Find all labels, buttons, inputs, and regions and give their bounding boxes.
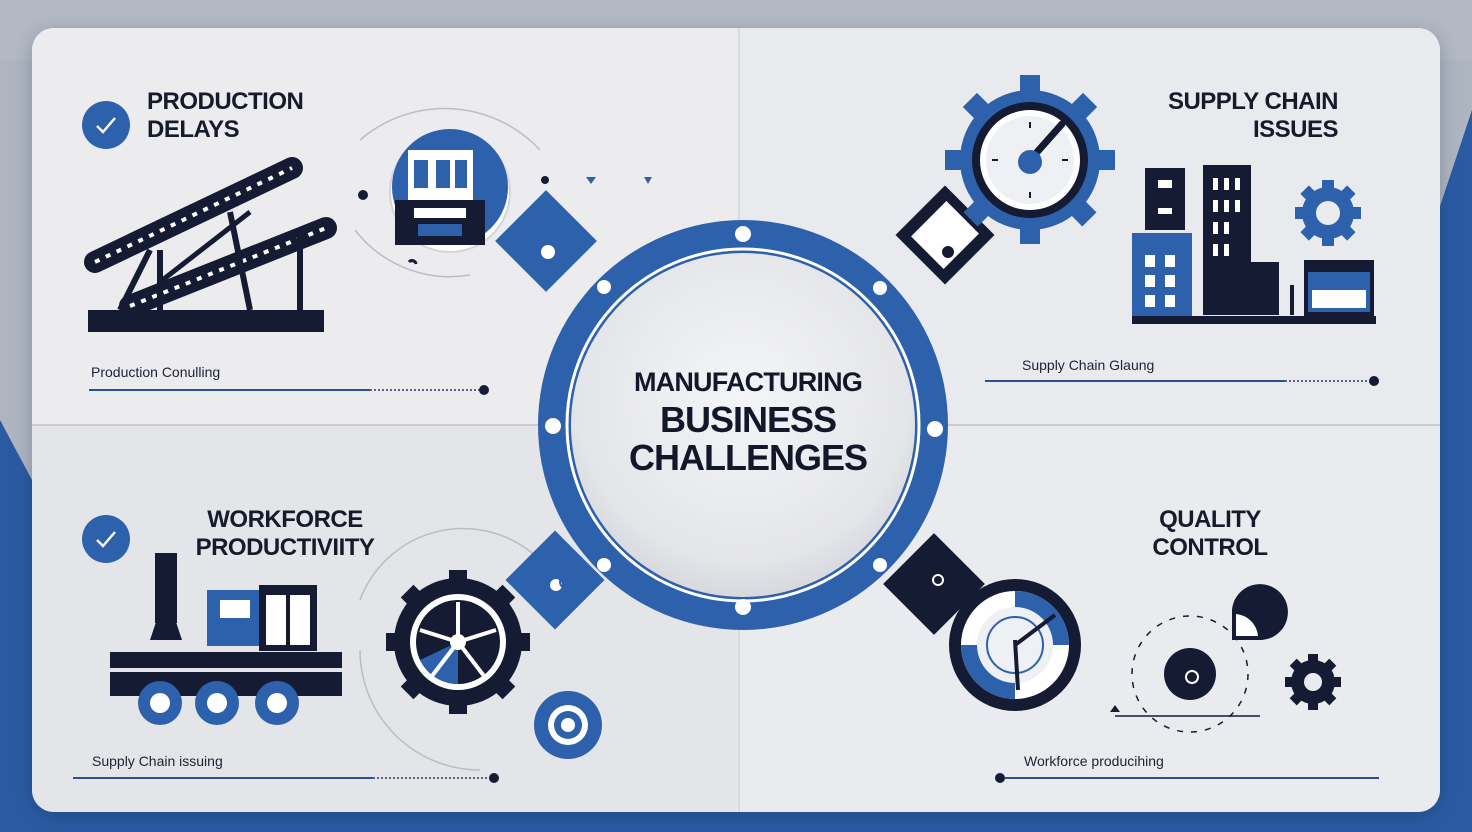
title-line: SUPPLY CHAIN — [1167, 88, 1339, 115]
gear-gauge-icon — [945, 75, 1115, 244]
title-quality-control: QUALITY CONTROL — [1130, 506, 1290, 562]
caption-top-right: Supply Chain Glaung — [1022, 357, 1155, 373]
factory-icon — [1132, 165, 1376, 324]
center-title-line1: MANUFACTURING — [633, 367, 863, 397]
title-line: DELAYS — [147, 116, 240, 143]
title-line: CONTROL — [1152, 534, 1268, 561]
progress-remainder — [370, 389, 479, 391]
title-line: ISSUES — [1252, 116, 1339, 143]
progress-remainder — [373, 777, 489, 779]
caption-top-left: Production Conulling — [91, 364, 221, 380]
checkmark-icon — [82, 101, 130, 149]
progress-top-left — [89, 385, 489, 395]
progress-knob — [489, 773, 499, 783]
caption-bottom-right: Workforce producihing — [1024, 753, 1164, 769]
progress-track — [1005, 777, 1379, 779]
progress-knob — [1369, 376, 1379, 386]
wheel-gear-icon — [386, 570, 530, 714]
truck-machine-icon — [110, 553, 342, 725]
progress-bottom-right — [995, 773, 1379, 783]
machine-icon — [358, 129, 549, 265]
progress-remainder — [1285, 380, 1369, 382]
progress-track — [89, 389, 370, 391]
caption-bottom-left: Supply Chain issuing — [92, 753, 223, 769]
quality-dial-icon — [949, 579, 1081, 711]
title-production-delays: PRODUCTION DELAYS — [147, 88, 304, 144]
connector-top-left — [495, 190, 597, 292]
orbit-arcs — [354, 107, 541, 771]
settings-gear-icon — [1285, 654, 1341, 710]
center-title-line3: CHALLENGES — [628, 437, 868, 478]
title-line: WORKFORCE — [207, 506, 363, 533]
title-line: PRODUCTION — [147, 88, 304, 115]
central-hub — [538, 220, 948, 630]
title-line: PRODUCTIVIITY — [195, 534, 375, 561]
title-line: QUALITY — [1159, 506, 1261, 533]
target-icon — [386, 575, 602, 759]
checkmark-icon — [82, 515, 130, 563]
center-title-line2: BUSINESS — [659, 399, 837, 440]
progress-track — [73, 777, 373, 779]
process-cycle-icon — [1110, 584, 1288, 733]
settings-gear-icon — [1295, 180, 1361, 246]
title-workforce-productivity: WORKFORCE PRODUCTIVIITY — [180, 506, 390, 562]
title-supply-chain-issues: SUPPLY CHAIN ISSUES — [1140, 88, 1339, 144]
center-title: MANUFACTURING BUSINESS CHALLENGES — [598, 363, 898, 477]
conveyor-icon — [84, 157, 337, 332]
progress-track — [985, 380, 1285, 382]
progress-bottom-left — [73, 773, 499, 783]
arrow-marks — [586, 177, 652, 184]
progress-knob — [479, 385, 489, 395]
progress-top-right — [985, 376, 1379, 386]
progress-knob — [995, 773, 1005, 783]
